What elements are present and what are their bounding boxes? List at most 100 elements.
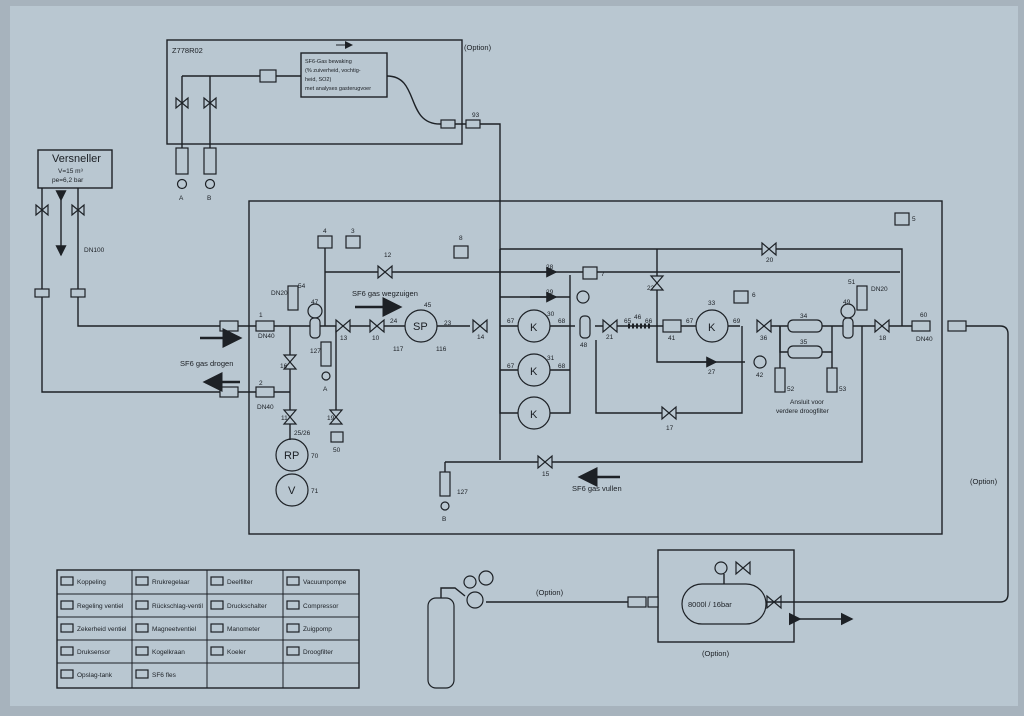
svg-text:5: 5 xyxy=(912,216,916,223)
storage-tank-label: 8000l / 16bar xyxy=(688,600,732,609)
coupling-icon xyxy=(662,319,682,333)
svg-text:DN40: DN40 xyxy=(257,404,274,411)
ball-valve-icon xyxy=(472,318,488,334)
legend-label: Druckschalter xyxy=(227,603,268,610)
svg-text:49: 49 xyxy=(843,299,851,306)
top-box-option: (Option) xyxy=(464,43,492,52)
output-a: A xyxy=(179,195,184,202)
svg-text:10: 10 xyxy=(372,335,380,342)
coupling-icon xyxy=(219,320,239,332)
particle-filter-icon xyxy=(842,317,854,339)
option-right-label: (Option) xyxy=(970,477,998,486)
connection-label-2: verdere droogfilter xyxy=(776,408,830,415)
svg-text:23: 23 xyxy=(444,320,452,327)
accumulator-box: Versneller V=15 m³ pe=6,2 bar DN100 xyxy=(34,149,220,393)
solenoid-valve-icon xyxy=(649,275,665,291)
svg-text:48: 48 xyxy=(580,342,588,349)
svg-text:22: 22 xyxy=(647,285,655,292)
legend-label: Vacuumpompe xyxy=(303,579,347,586)
monitor-line-1: SF6-Gas bewaking xyxy=(305,59,352,65)
gas-monitor-unit xyxy=(300,52,388,98)
particle-filter-icon xyxy=(210,576,224,586)
coupling-icon xyxy=(255,386,275,398)
legend-label: Koeler xyxy=(227,649,247,656)
legend-label: Druksensor xyxy=(77,649,111,656)
sf6-extract-label: SF6 gas wegzuigen xyxy=(352,289,418,298)
check-valve-icon xyxy=(330,431,344,443)
suction-pump-icon xyxy=(404,309,438,343)
svg-text:127: 127 xyxy=(457,489,468,496)
svg-text:14: 14 xyxy=(477,334,485,341)
svg-text:36: 36 xyxy=(760,335,768,342)
svg-text:V: V xyxy=(288,485,296,497)
svg-text:34: 34 xyxy=(800,313,808,320)
pressure-switch-icon xyxy=(210,600,224,610)
svg-text:12: 12 xyxy=(384,252,392,259)
ball-valve-icon xyxy=(661,405,677,421)
svg-text:16: 16 xyxy=(280,363,288,370)
legend-label: Magneetventiel xyxy=(152,626,197,633)
ball-valve-icon xyxy=(282,354,298,370)
svg-text:68: 68 xyxy=(558,363,566,370)
legend-label: Zuigpomp xyxy=(303,626,332,633)
svg-text:69: 69 xyxy=(733,318,741,325)
solenoid-valve-icon xyxy=(135,623,149,633)
coupling-icon xyxy=(60,576,74,586)
svg-text:DN40: DN40 xyxy=(916,336,933,343)
legend-label: Droogfilter xyxy=(303,649,334,656)
sf6-bottle-icon xyxy=(135,669,149,679)
accumulator-volume: V=15 m³ xyxy=(58,168,84,175)
compressor-icon xyxy=(517,309,551,343)
tag-93: 93 xyxy=(472,112,480,119)
svg-text:117: 117 xyxy=(393,346,404,353)
gas-monitor-box: Z778R02 (Option) SF6-Gas bewaking (% zui… xyxy=(166,39,501,460)
legend-label: Deelfilter xyxy=(227,579,253,586)
svg-text:51: 51 xyxy=(848,279,856,286)
outlet-icon xyxy=(321,371,331,381)
svg-text:K: K xyxy=(530,409,538,421)
legend-label: SF6 fles xyxy=(152,672,177,679)
svg-text:67: 67 xyxy=(507,318,515,325)
pressure-switch-icon xyxy=(733,290,749,304)
svg-text:28: 28 xyxy=(546,264,554,271)
coupling-icon xyxy=(440,119,456,129)
connection-label-1: Ansluit voor xyxy=(790,399,825,406)
pressure-switch-icon xyxy=(317,235,333,249)
coupling-icon xyxy=(647,596,659,608)
svg-text:67: 67 xyxy=(686,318,694,325)
svg-text:DN20: DN20 xyxy=(271,290,288,297)
svg-text:25/26: 25/26 xyxy=(294,430,311,437)
vacuum-pump-icon xyxy=(275,473,309,507)
svg-text:30: 30 xyxy=(547,311,555,318)
check-valve-icon xyxy=(135,600,149,610)
svg-text:19: 19 xyxy=(327,415,335,422)
svg-text:18: 18 xyxy=(879,335,887,342)
valve-icon xyxy=(35,203,49,217)
control-valve-icon xyxy=(60,600,74,610)
legend-label: Opslag-tank xyxy=(77,672,113,679)
vacuum-pump-icon xyxy=(275,438,309,472)
sf6-dry-label: SF6 gas drogen xyxy=(180,359,233,368)
svg-text:52: 52 xyxy=(787,386,795,393)
svg-text:116: 116 xyxy=(436,346,447,353)
cooler-icon xyxy=(210,646,224,656)
svg-text:B: B xyxy=(442,516,446,523)
ball-valve-icon xyxy=(377,264,393,280)
legend-label: Rrukregelaar xyxy=(152,579,190,586)
legend-label: Zekerheid ventiel xyxy=(77,626,127,633)
ball-valve-icon xyxy=(874,318,890,334)
svg-text:47: 47 xyxy=(311,299,319,306)
legend-label: Compressor xyxy=(303,603,339,610)
pressure-sensor-icon xyxy=(320,341,332,367)
svg-text:K: K xyxy=(530,322,538,334)
svg-text:8: 8 xyxy=(459,235,463,242)
manometer-icon xyxy=(840,303,856,319)
svg-text:35: 35 xyxy=(800,339,808,346)
accumulator-title: Versneller xyxy=(52,153,101,165)
dry-filter-icon xyxy=(787,345,823,359)
svg-text:50: 50 xyxy=(333,447,341,454)
outlet-icon xyxy=(440,501,450,511)
pressure-sensor-icon xyxy=(826,367,838,393)
